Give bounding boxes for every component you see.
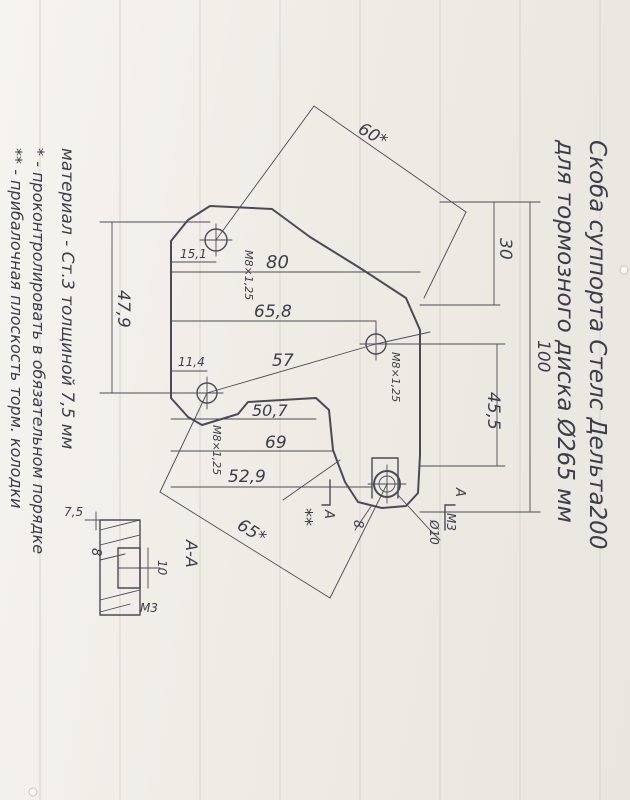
note-brake-plane: ** - прибалочная плоскость торм. колодки bbox=[7, 148, 26, 509]
dim-50-7: 50,7 bbox=[252, 401, 288, 420]
thread-middle: M8×1,25 bbox=[389, 352, 402, 402]
drawing-title: Скоба суппорта Стелс Дельта200 bbox=[584, 140, 610, 549]
part-outline bbox=[170, 205, 421, 509]
dim-30: 30 bbox=[495, 238, 515, 260]
thread-bottom-left: M8×1,25 bbox=[210, 425, 223, 475]
dim-d10: Ø10 bbox=[427, 519, 441, 545]
section-arrow-a-left: A bbox=[321, 509, 336, 519]
material-note: материал - Ст.3 толщиной 7,5 мм bbox=[57, 148, 77, 450]
section-title: A-A bbox=[182, 539, 201, 568]
dim-8: 8 bbox=[350, 520, 365, 528]
section-arrow-a-right: A bbox=[452, 487, 467, 497]
section-dim-7-5: 7,5 bbox=[64, 505, 83, 519]
punch-hole bbox=[28, 787, 38, 797]
dim-15-1: 15,1 bbox=[180, 247, 207, 261]
punch-hole bbox=[619, 265, 629, 275]
thread-top-left: M8×1,25 bbox=[242, 250, 255, 300]
dim-52-9: 52,9 bbox=[228, 467, 266, 487]
dim-80: 80 bbox=[266, 252, 289, 273]
dim-57: 57 bbox=[272, 351, 294, 371]
dim-69: 69 bbox=[265, 433, 287, 453]
note-control: * - проконтролировать в обязательном пор… bbox=[29, 148, 48, 554]
drawing-subtitle: для тормозного диска Ø265 мм bbox=[552, 139, 578, 523]
dim-45-5: 45,5 bbox=[483, 392, 503, 430]
section-a-a bbox=[84, 511, 161, 616]
dim-65-8: 65,8 bbox=[254, 302, 292, 322]
brake-plane-mark: ** bbox=[295, 508, 316, 526]
slot-step bbox=[371, 457, 399, 499]
dimension-lines bbox=[99, 105, 541, 599]
section-dim-10: 10 bbox=[155, 560, 169, 576]
dim-11-4: 11,4 bbox=[178, 355, 205, 369]
dim-100: 100 bbox=[533, 340, 553, 372]
section-dim-8: 8 bbox=[88, 548, 103, 556]
dim-65: 65* bbox=[233, 515, 269, 548]
dim-47-9: 47,9 bbox=[113, 290, 133, 328]
thread-m3: M3 bbox=[444, 513, 458, 531]
section-thread-m3: M3 bbox=[140, 601, 158, 615]
paper-rule-lines bbox=[39, 0, 601, 800]
